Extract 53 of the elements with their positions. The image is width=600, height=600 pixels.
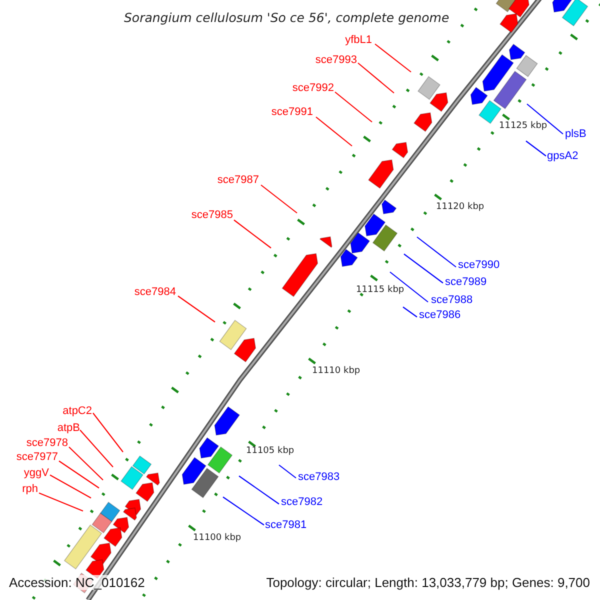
gene-label: sce7977	[16, 451, 58, 463]
leader-line	[58, 460, 100, 488]
gene-label: rph	[22, 483, 38, 495]
scale-label: 11100 kbp	[193, 533, 242, 543]
scale-label: 11115 kbp	[356, 285, 404, 295]
leader-line	[526, 104, 564, 134]
gene-label: sce7984	[134, 286, 176, 298]
gene-label: gpsA2	[547, 150, 578, 162]
leader-line	[404, 254, 444, 284]
scale-label: 11120 kbp	[436, 202, 484, 212]
gene-label: sce7990	[458, 259, 500, 271]
gene-label: atpC2	[62, 405, 92, 417]
leader-line	[50, 474, 92, 498]
gene-label: sce7983	[298, 471, 340, 483]
leader-line	[38, 492, 84, 512]
leader-line	[80, 430, 114, 468]
scale-label: 11105 kbp	[246, 446, 294, 456]
gene-label: sce7988	[431, 294, 473, 306]
leader-line	[402, 306, 418, 318]
leader-line	[416, 236, 456, 268]
leader-line	[334, 92, 372, 122]
leader-line	[178, 296, 216, 322]
leader-line	[68, 446, 104, 480]
gene-label: sce7981	[265, 519, 307, 531]
leader-line	[260, 184, 298, 214]
gene-label: sce7986	[419, 309, 461, 321]
genome-summary-text: Topology: circular; Length: 13,033,779 bp; Genes: 9,700	[266, 575, 590, 590]
leader-line	[222, 496, 264, 526]
scale-label: 11110 kbp	[312, 366, 360, 376]
gene-label: sce7989	[445, 276, 487, 288]
gene-label: sce7978	[26, 437, 68, 449]
gene-label: plsB	[565, 128, 586, 140]
leader-line	[278, 464, 296, 478]
leader-line	[316, 116, 352, 146]
leader-line	[374, 44, 412, 72]
gene-label: yfbL1	[345, 34, 372, 46]
gene-label: sce7982	[281, 496, 323, 508]
accession-text: Accession: NC_010162	[9, 575, 145, 590]
gene-label: sce7992	[292, 82, 334, 94]
leader-line	[234, 220, 272, 248]
gene-label: yggV	[24, 467, 49, 479]
leader-line	[390, 272, 428, 302]
scale-label: 11125 kbp	[499, 121, 548, 131]
gene-label: atpB	[57, 422, 80, 434]
leader-line	[238, 476, 280, 504]
leader-line	[526, 140, 546, 156]
gene-label: sce7985	[191, 209, 233, 221]
leader-line	[358, 62, 394, 94]
gene-label: sce7993	[315, 54, 357, 66]
gene-label: sce7987	[217, 174, 259, 186]
diagram-title: Sorangium cellulosum 'So ce 56', complete genome	[124, 10, 450, 25]
gene-label: sce7991	[271, 106, 313, 118]
leader-line	[92, 412, 124, 452]
